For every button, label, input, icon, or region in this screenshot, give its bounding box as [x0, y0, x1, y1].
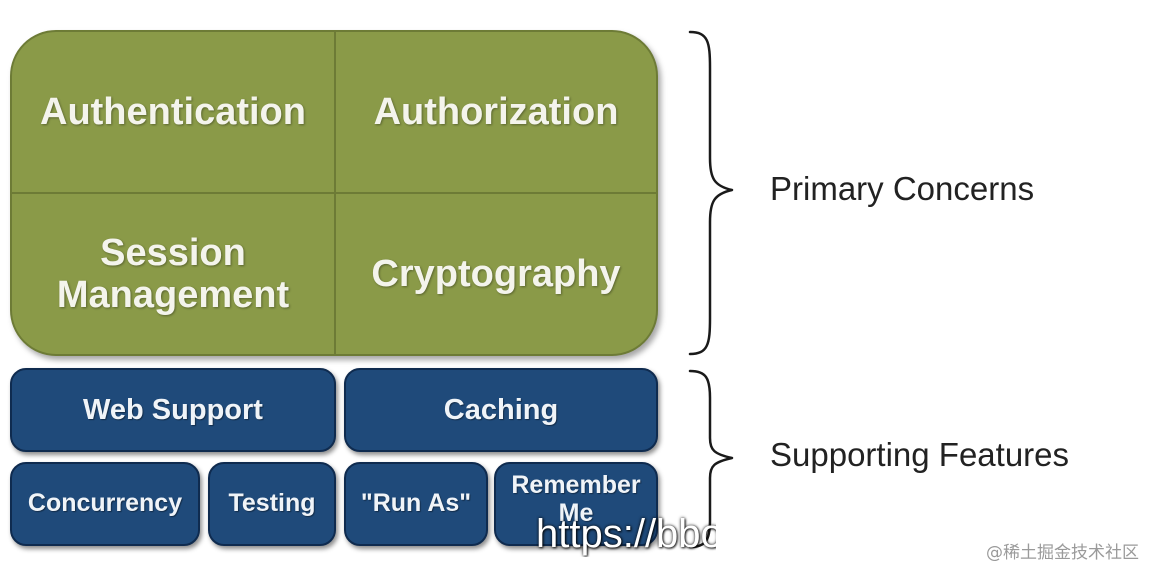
block-divider-horizontal	[12, 192, 656, 194]
session-label-line2: Management	[56, 274, 290, 316]
site-watermark: @稀土掘金技术社区	[986, 543, 1139, 563]
run-as-label: "Run As"	[360, 489, 472, 518]
remember-me-box: Remember Me	[494, 462, 658, 546]
supporting-features-brace-icon	[688, 369, 734, 549]
testing-box: Testing	[208, 462, 336, 546]
url-watermark: https://bbo	[536, 512, 716, 556]
session-label-line1: Session	[100, 232, 246, 274]
concurrency-box: Concurrency	[10, 462, 200, 546]
session-management-cell: Session Management	[12, 194, 334, 354]
web-support-box: Web Support	[10, 368, 336, 452]
caching-box: Caching	[344, 368, 658, 452]
authentication-cell: Authentication	[12, 32, 334, 192]
testing-label: Testing	[228, 489, 316, 518]
supporting-features-label: Supporting Features	[770, 436, 1070, 473]
web-support-label: Web Support	[83, 393, 263, 426]
remember-label-line2: Me	[558, 498, 594, 527]
concurrency-label: Concurrency	[27, 489, 183, 518]
cryptography-label: Cryptography	[371, 253, 621, 295]
primary-concerns-block: Authentication Authorization Session Man…	[10, 30, 658, 356]
primary-concerns-brace-icon	[688, 30, 734, 356]
authorization-label: Authorization	[373, 91, 619, 133]
primary-concerns-label: Primary Concerns	[770, 170, 1035, 207]
caching-label: Caching	[443, 393, 559, 426]
authorization-cell: Authorization	[336, 32, 656, 192]
cryptography-cell: Cryptography	[336, 194, 656, 354]
authentication-label: Authentication	[40, 91, 306, 133]
remember-label-line1: Remember	[511, 471, 641, 499]
run-as-box: "Run As"	[344, 462, 488, 546]
